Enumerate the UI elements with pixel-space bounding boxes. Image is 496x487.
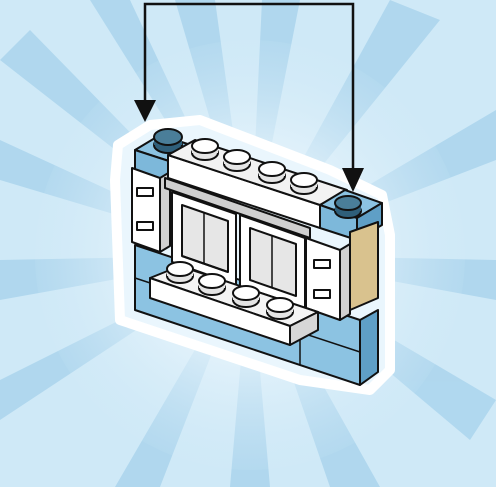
instruction-step-canvas [0,0,496,487]
instruction-illustration [0,0,496,487]
